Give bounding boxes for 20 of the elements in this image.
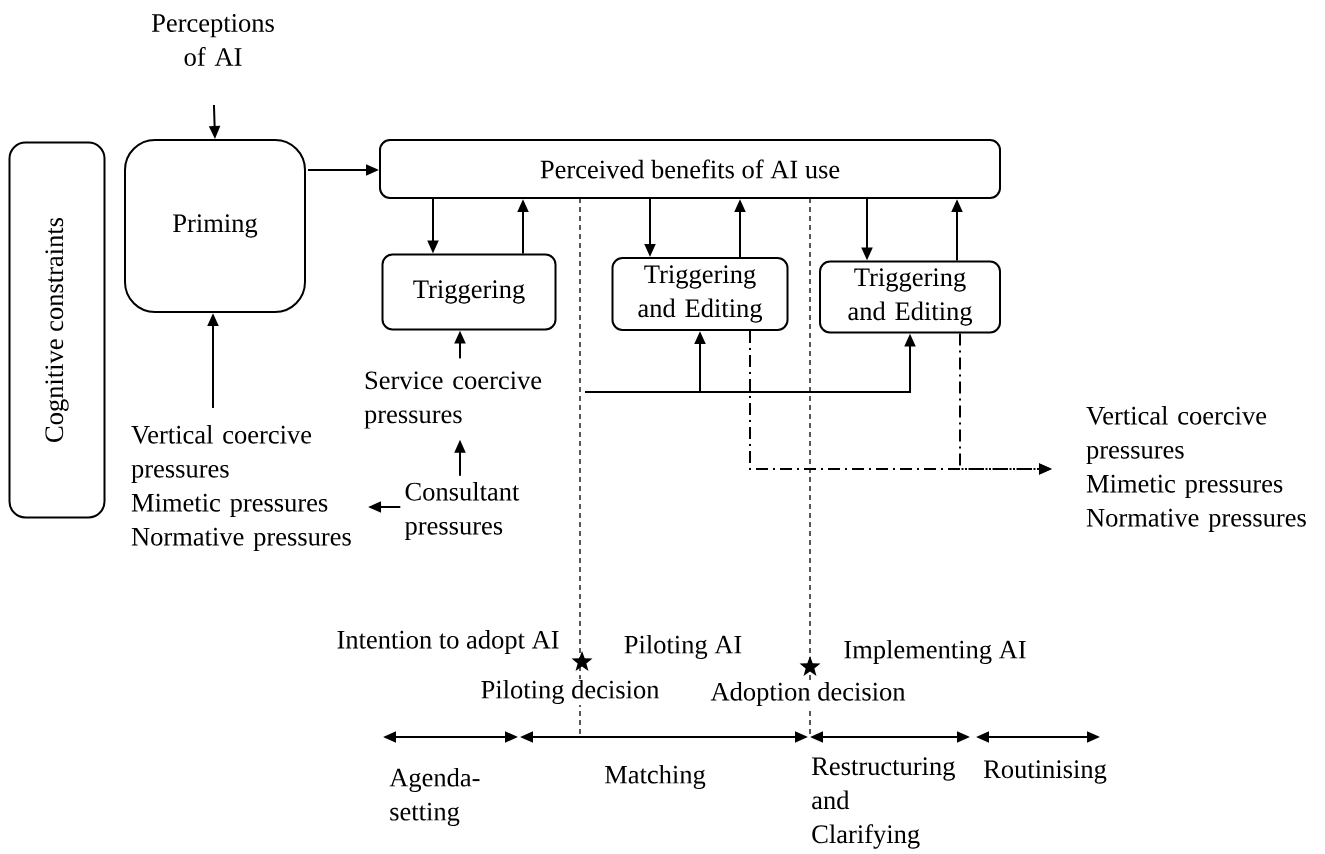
constraint-box: Cognitive constraints xyxy=(8,141,106,519)
pressure-text: Consultant pressures xyxy=(404,482,520,541)
pressure-text: Service coercive pressures xyxy=(364,371,542,429)
phase-label: Agenda-setting xyxy=(388,766,486,828)
phase-label: Matching xyxy=(603,763,707,791)
pressure-text: Vertical coercive pressures Mimetic pressures Normative pressures xyxy=(131,425,351,552)
stage-label: Implementing AI xyxy=(842,638,1028,666)
phase-label: Restructuring and Clarifying xyxy=(810,756,963,850)
pressure-text: Vertical coercive pressures Mimetic pressures Normative pressures xyxy=(1086,406,1306,533)
milestone-label: Adoption decision xyxy=(709,681,907,707)
process-box: Priming xyxy=(124,139,306,313)
stage-label: Piloting AI xyxy=(622,633,744,661)
milestone-label: Piloting decision xyxy=(479,678,661,706)
input-text: Perceptions of AI xyxy=(151,14,274,66)
phase-label: Routinising xyxy=(982,759,1108,785)
process-box: Perceived benefits of AI use xyxy=(379,139,1001,199)
process-box: Triggering and Editing xyxy=(819,260,1001,334)
milestone-label: Intention to adopt AI xyxy=(335,629,561,655)
process-box: Triggering xyxy=(381,253,557,331)
process-box: Triggering and Editing xyxy=(611,257,789,331)
